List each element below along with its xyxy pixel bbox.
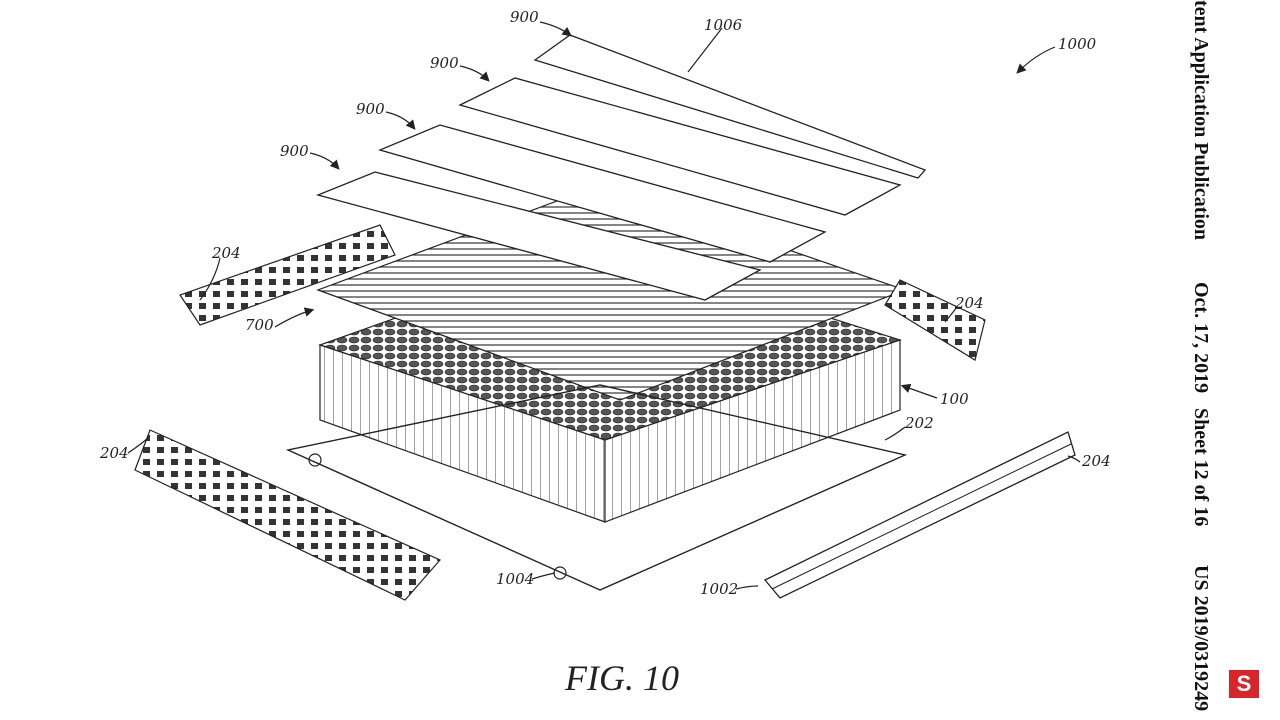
ref-204-upper-right: 204 <box>954 294 984 312</box>
side-rail-right-lower <box>763 431 1076 599</box>
ref-204-upper-left: 204 <box>211 244 241 262</box>
patent-number: US 2019/0319249 <box>1190 565 1212 712</box>
ref-202: 202 <box>904 414 934 432</box>
site-logo-badge: S <box>1229 670 1259 698</box>
ref-204-lower-left: 204 <box>99 444 129 462</box>
figure-caption: FIG. 10 <box>564 658 679 698</box>
ref-100: 100 <box>940 390 969 408</box>
ref-700: 700 <box>245 316 274 334</box>
leader-lines <box>127 21 1081 590</box>
publication-date: Oct. 17, 2019 <box>1190 282 1212 394</box>
ref-204-lower-right: 204 <box>1081 452 1111 470</box>
cover-plates <box>315 34 927 301</box>
base-plate <box>285 384 908 591</box>
side-rail-left-upper <box>179 224 396 326</box>
ref-1006: 1006 <box>704 16 743 34</box>
ref-900-fourth: 900 <box>280 142 309 160</box>
side-rail-left-lower <box>134 429 441 601</box>
ref-900-top: 900 <box>510 8 539 26</box>
side-rail-right-upper <box>884 279 986 361</box>
ref-1002: 1002 <box>700 580 738 598</box>
ref-900-second: 900 <box>430 54 459 72</box>
ref-1000: 1000 <box>1058 35 1097 53</box>
publication-header: tent Application Publication <box>1190 0 1212 241</box>
ref-900-third: 900 <box>356 100 385 118</box>
ref-1004: 1004 <box>496 570 534 588</box>
sheet-number: Sheet 12 of 16 <box>1190 408 1212 527</box>
